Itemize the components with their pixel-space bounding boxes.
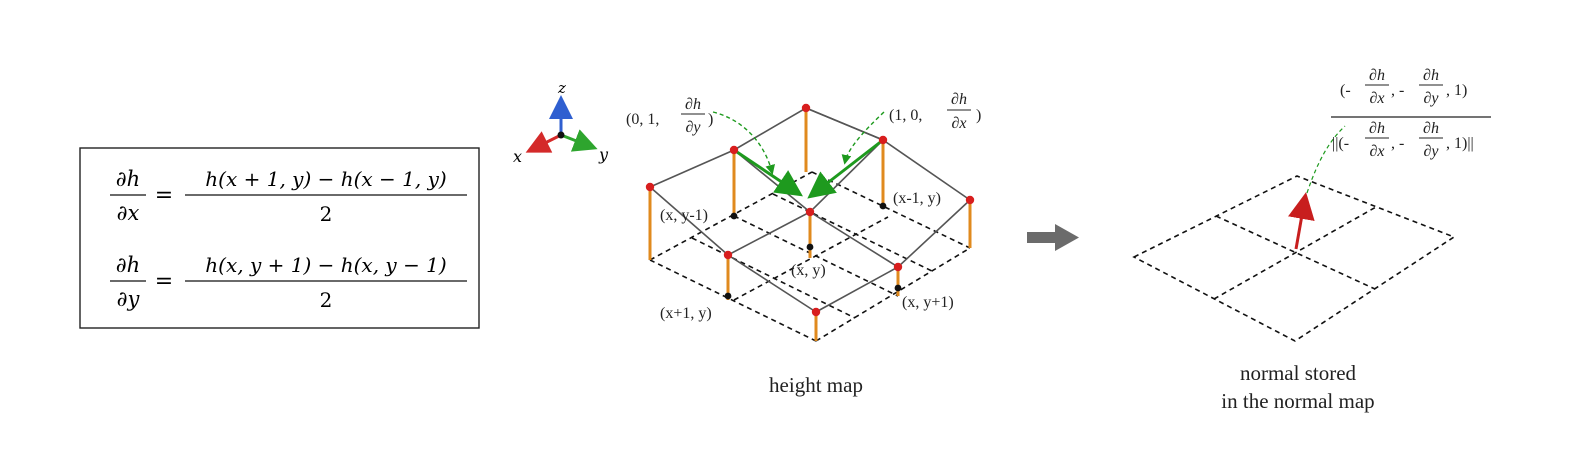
normal-map-caption-line2: in the normal map xyxy=(1221,389,1374,413)
svg-text:||(-: ||(- xyxy=(1332,135,1349,152)
lhs-numerator: ∂h xyxy=(116,253,140,277)
cell-label-xm1-y: (x-1, y) xyxy=(893,190,941,207)
y-axis-label: y xyxy=(598,145,609,164)
rhs-denominator: 2 xyxy=(320,202,333,226)
svg-text:, -: , - xyxy=(1391,82,1404,99)
svg-text:(1, 0,: (1, 0, xyxy=(889,107,922,124)
x-axis-arrow xyxy=(525,131,562,153)
svg-text:∂h: ∂h xyxy=(1369,120,1385,137)
tangent-x-arrow xyxy=(807,138,884,199)
y-axis-arrow xyxy=(560,129,598,152)
formula-row-dx: ∂h ∂x = h(x + 1, y) − h(x − 1, y) 2 xyxy=(110,167,467,226)
height-nodes xyxy=(645,103,975,317)
svg-text:∂y: ∂y xyxy=(685,119,701,136)
tangent-x-label: (1, 0, ∂h ∂x ) xyxy=(889,91,981,132)
height-map-diagram: (0, 1, ∂h ∂y ) (1, 0, ∂h ∂x ) (x, y-1) (… xyxy=(626,91,981,397)
lhs-numerator: ∂h xyxy=(116,167,140,191)
leader-tangent-x xyxy=(841,111,885,165)
formula-row-dy: ∂h ∂y = h(x, y + 1) − h(x, y − 1) 2 xyxy=(110,253,467,312)
flow-arrow-icon xyxy=(1027,224,1079,251)
derivative-formula-box: ∂h ∂x = h(x + 1, y) − h(x − 1, y) 2 ∂h ∂… xyxy=(79,147,480,329)
cell-label-x-y: (x, y) xyxy=(791,262,826,279)
cell-label-xp1-y: (x+1, y) xyxy=(660,305,712,322)
svg-text:(-: (- xyxy=(1340,82,1351,99)
cell-label-x-yp1: (x, y+1) xyxy=(902,294,954,311)
height-posts xyxy=(648,108,972,341)
x-axis-label: x xyxy=(513,147,522,166)
height-map-caption: height map xyxy=(769,373,863,397)
rhs-denominator: 2 xyxy=(320,288,333,312)
equals-sign: = xyxy=(155,269,173,294)
svg-text:): ) xyxy=(708,111,713,128)
leader-normal xyxy=(1306,125,1346,194)
svg-text:(0, 1,: (0, 1, xyxy=(626,111,659,128)
normal-arrow xyxy=(1288,192,1315,250)
svg-text:∂x: ∂x xyxy=(1369,143,1384,160)
normal-map-diagram: (- ∂h ∂x , - ∂h ∂y , 1) ||(- ∂h ∂x , - ∂… xyxy=(1132,67,1491,413)
svg-text:): ) xyxy=(976,107,981,124)
lhs-denominator: ∂y xyxy=(117,287,141,311)
svg-text:∂h: ∂h xyxy=(1369,67,1385,84)
z-axis-label: z xyxy=(557,79,566,97)
normal-formula: (- ∂h ∂x , - ∂h ∂y , 1) ||(- ∂h ∂x , - ∂… xyxy=(1331,67,1491,160)
normal-grid xyxy=(1132,175,1456,342)
equals-sign: = xyxy=(155,183,173,208)
leader-tangent-y xyxy=(712,111,775,175)
rhs-numerator: h(x + 1, y) − h(x − 1, y) xyxy=(205,167,446,191)
svg-text:∂h: ∂h xyxy=(685,96,701,113)
svg-text:∂y: ∂y xyxy=(1423,90,1439,107)
svg-text:∂x: ∂x xyxy=(951,115,966,132)
svg-text:∂h: ∂h xyxy=(1423,67,1439,84)
svg-text:, -: , - xyxy=(1391,135,1404,152)
rhs-numerator: h(x, y + 1) − h(x, y − 1) xyxy=(205,253,446,277)
svg-text:∂x: ∂x xyxy=(1369,90,1384,107)
base-points xyxy=(724,202,902,300)
tangent-y-label: (0, 1, ∂h ∂y ) xyxy=(626,96,713,136)
svg-text:∂h: ∂h xyxy=(1423,120,1439,137)
normal-map-caption-line1: normal stored xyxy=(1240,361,1357,385)
svg-text:∂y: ∂y xyxy=(1423,143,1439,160)
svg-text:∂h: ∂h xyxy=(951,91,967,108)
svg-text:, 1): , 1) xyxy=(1446,82,1467,99)
axes-gizmo: z x y xyxy=(513,79,609,166)
lhs-denominator: ∂x xyxy=(117,201,140,225)
cell-label-x-ym1: (x, y-1) xyxy=(660,207,708,224)
svg-text:, 1)||: , 1)|| xyxy=(1446,135,1474,152)
